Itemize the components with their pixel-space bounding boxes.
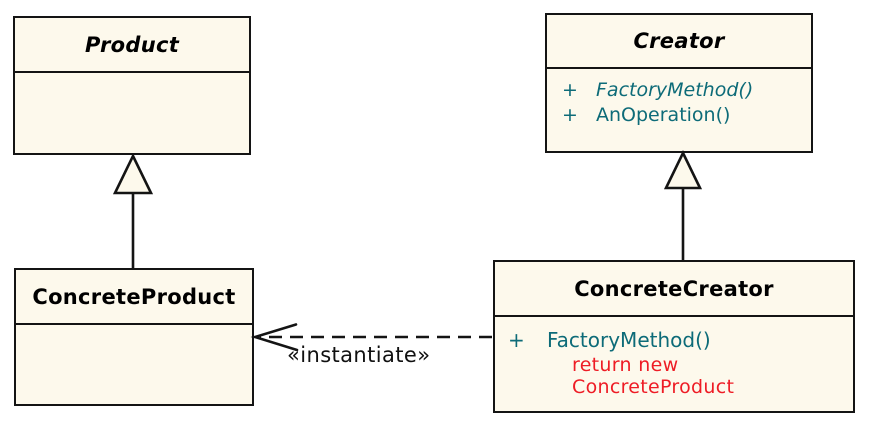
class-box-concrete-creator: ConcreteCreator + FactoryMethod() return… xyxy=(493,260,855,413)
method-factorymethod: + FactoryMethod() xyxy=(508,328,853,353)
class-box-creator: Creator + FactoryMethod() + AnOperation(… xyxy=(545,13,813,153)
visibility-plus: + xyxy=(508,328,525,352)
class-box-product: Product xyxy=(13,16,251,155)
class-body-concrete-creator: + FactoryMethod() return new ConcretePro… xyxy=(495,317,853,398)
method-factorymethod-abstract: + FactoryMethod() xyxy=(562,78,811,103)
generalization-triangle-icon-product xyxy=(112,153,154,195)
class-title-concrete-creator: ConcreteCreator xyxy=(495,262,853,317)
class-body-creator: + FactoryMethod() + AnOperation() xyxy=(547,69,811,128)
method-anoperation: + AnOperation() xyxy=(562,103,811,128)
instantiate-label: «instantiate» xyxy=(287,343,431,367)
method-name: FactoryMethod() xyxy=(547,328,711,352)
visibility-plus: + xyxy=(562,79,578,101)
class-title-creator: Creator xyxy=(547,15,811,69)
class-title-product: Product xyxy=(15,18,249,73)
code-note: return new ConcreteProduct xyxy=(572,354,853,398)
class-box-concrete-product: ConcreteProduct xyxy=(14,268,254,406)
method-name: AnOperation() xyxy=(596,104,731,126)
code-note-line-1: return new xyxy=(572,354,679,376)
method-name: FactoryMethod() xyxy=(596,79,754,101)
visibility-plus: + xyxy=(562,104,578,126)
generalization-triangle-icon-creator xyxy=(663,150,703,190)
class-title-concrete-product: ConcreteProduct xyxy=(16,270,252,325)
code-note-line-2: ConcreteProduct xyxy=(572,375,735,398)
